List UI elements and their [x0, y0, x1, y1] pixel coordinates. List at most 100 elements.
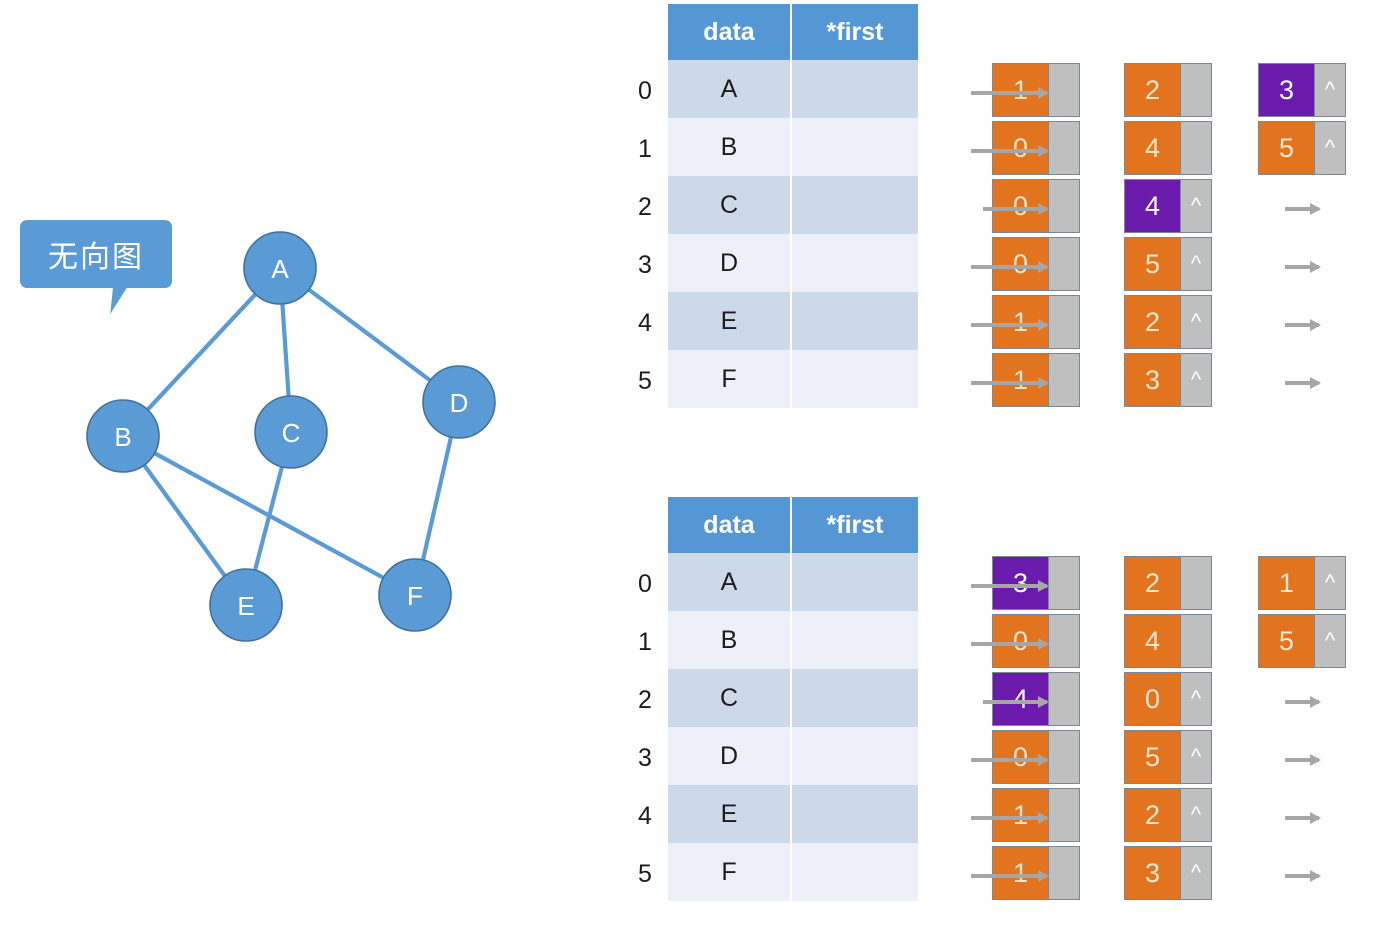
list-node[interactable]: 1: [971, 63, 1080, 117]
graph-node-f[interactable]: F: [378, 558, 452, 632]
cell-first-pointer: [792, 611, 918, 669]
node-label-b: B: [114, 422, 131, 452]
table-row[interactable]: B: [668, 611, 918, 669]
list-node-next-pointer: [1181, 615, 1211, 667]
list-node-value: 3: [1125, 847, 1181, 899]
row-index: 3: [638, 250, 652, 279]
node-label-f: F: [407, 581, 423, 611]
list-node-value: 0: [993, 731, 1049, 783]
graph-node-c[interactable]: C: [254, 395, 328, 469]
list-node-next-pointer: [1049, 615, 1079, 667]
list-node[interactable]: 3^: [1124, 846, 1321, 900]
list-node[interactable]: 1: [971, 353, 1080, 407]
row-index: 2: [638, 192, 652, 221]
next-pointer-arrow: [1285, 696, 1321, 708]
list-node[interactable]: 1: [971, 295, 1080, 349]
list-node-value: 2: [1125, 64, 1181, 116]
cell-first-pointer: [792, 669, 918, 727]
list-node-value: 5: [1259, 615, 1315, 667]
list-node[interactable]: 0: [971, 730, 1080, 784]
cell-data: A: [668, 553, 790, 611]
graph-canvas: A B C D E F: [86, 231, 496, 642]
cell-data: C: [668, 176, 790, 234]
list-node-value: 5: [1259, 122, 1315, 174]
table-row[interactable]: E: [668, 292, 918, 350]
list-node[interactable]: 0: [971, 237, 1080, 291]
graph-node-d[interactable]: D: [422, 365, 496, 439]
list-node[interactable]: 4: [1124, 614, 1321, 668]
list-node[interactable]: 1: [971, 788, 1080, 842]
cell-first-pointer: [792, 176, 918, 234]
list-node[interactable]: 3^: [1258, 63, 1346, 117]
cell-data: E: [668, 292, 790, 350]
list-node-null-marker: ^: [1181, 731, 1211, 783]
row-index: 0: [638, 76, 652, 105]
cell-first-pointer: [792, 292, 918, 350]
list-node[interactable]: 0^: [1124, 672, 1321, 726]
table-row[interactable]: A: [668, 60, 918, 118]
list-node[interactable]: 4: [1124, 121, 1321, 175]
list-node[interactable]: 4^: [1124, 179, 1321, 233]
list-node[interactable]: 0: [971, 121, 1080, 175]
index-header-spacer: [624, 497, 666, 555]
list-node[interactable]: 4: [983, 672, 1080, 726]
graph-node-e[interactable]: E: [209, 568, 283, 642]
table-row[interactable]: F: [668, 843, 918, 901]
linked-list-row: 0 4^: [922, 176, 1362, 234]
table-row[interactable]: E: [668, 785, 918, 843]
next-pointer-arrow: [1285, 377, 1321, 389]
list-node[interactable]: 0: [971, 614, 1080, 668]
table-row[interactable]: B: [668, 118, 918, 176]
graph-node-b[interactable]: B: [86, 399, 160, 473]
list-node-null-marker: ^: [1181, 180, 1211, 232]
cell-first-pointer: [792, 553, 918, 611]
list-node[interactable]: 2: [1124, 63, 1321, 117]
graph-node-a[interactable]: A: [243, 231, 317, 305]
table-header-row: data *first: [668, 4, 918, 60]
undirected-graph-panel: A B C D E F 无向图: [0, 0, 600, 934]
table-header-row: data *first: [668, 497, 918, 553]
list-node[interactable]: 1^: [1258, 556, 1346, 610]
list-node[interactable]: 5^: [1258, 614, 1346, 668]
table-row[interactable]: D: [668, 727, 918, 785]
graph-edge-c-e: [252, 462, 285, 575]
cell-data: C: [668, 669, 790, 727]
table-row[interactable]: F: [668, 350, 918, 408]
graph-edge-a-c: [280, 299, 291, 401]
table-row[interactable]: D: [668, 234, 918, 292]
header-first: *first: [792, 497, 918, 553]
list-node-next-pointer: [1181, 64, 1211, 116]
list-node-value: 1: [1259, 557, 1315, 609]
list-node[interactable]: 5^: [1124, 237, 1321, 291]
list-node-next-pointer: [1049, 789, 1079, 841]
list-node[interactable]: 2^: [1124, 295, 1321, 349]
list-node-next-pointer: [1049, 122, 1079, 174]
callout-body: 无向图: [20, 220, 172, 288]
list-node[interactable]: 2^: [1124, 788, 1321, 842]
cell-data: D: [668, 234, 790, 292]
list-node-null-marker: ^: [1315, 122, 1345, 174]
list-node[interactable]: 3: [971, 556, 1080, 610]
row-index: 1: [638, 627, 652, 656]
list-node-next-pointer: [1181, 557, 1211, 609]
list-node[interactable]: 0: [983, 179, 1080, 233]
row-index: 3: [638, 743, 652, 772]
cell-data: E: [668, 785, 790, 843]
node-label-c: C: [282, 418, 301, 448]
list-node[interactable]: 5^: [1124, 730, 1321, 784]
table-row[interactable]: C: [668, 669, 918, 727]
list-node[interactable]: 5^: [1258, 121, 1346, 175]
list-node[interactable]: 1: [971, 846, 1080, 900]
node-circle-a: [243, 231, 317, 305]
list-node[interactable]: 2: [1124, 556, 1321, 610]
cell-data: F: [668, 350, 790, 408]
cell-data: B: [668, 611, 790, 669]
next-pointer-arrow: [1285, 203, 1321, 215]
list-node-null-marker: ^: [1181, 354, 1211, 406]
list-node[interactable]: 3^: [1124, 353, 1321, 407]
table-row[interactable]: A: [668, 553, 918, 611]
table-row[interactable]: C: [668, 176, 918, 234]
head-pointer-arrow: [971, 754, 1049, 766]
